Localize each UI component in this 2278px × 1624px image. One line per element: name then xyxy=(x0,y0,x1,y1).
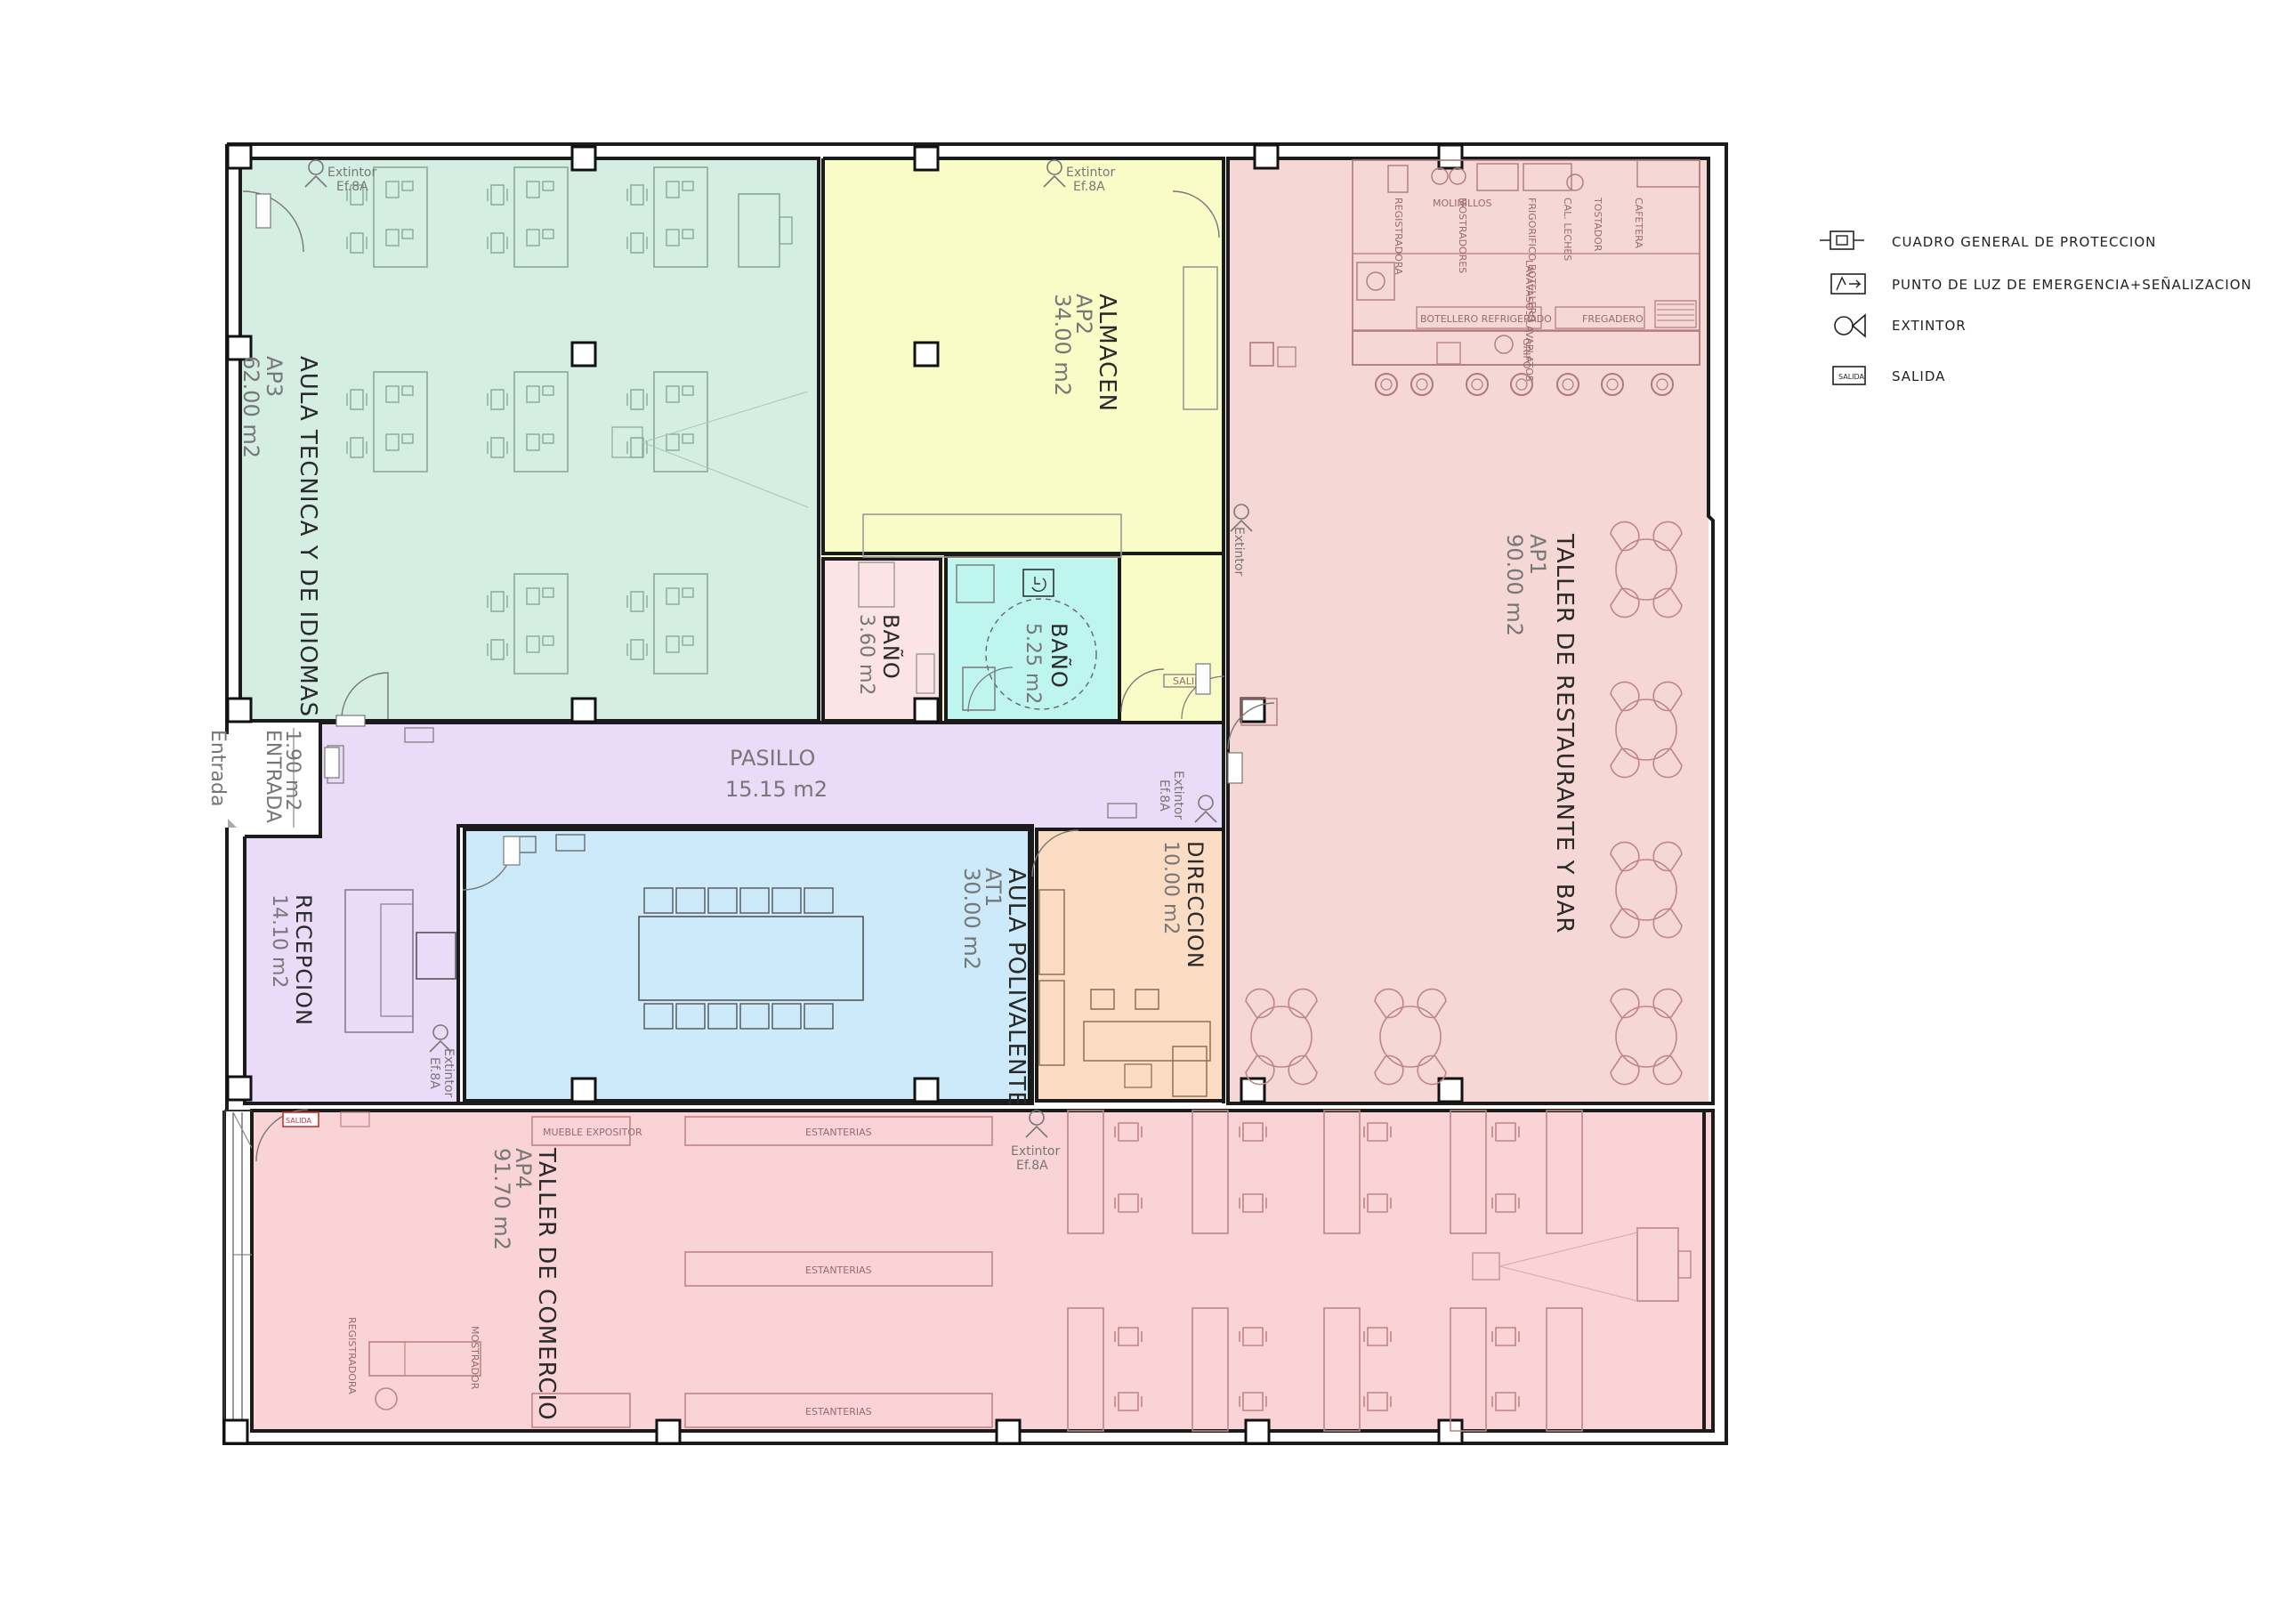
room-direccion-area: 10.00 m2 xyxy=(1159,841,1182,934)
label-mostradores: MOSTRADORES xyxy=(1457,198,1468,273)
room-pasillo-name: PASILLO xyxy=(730,746,815,771)
room-ap2-name: ALMACEN xyxy=(1094,294,1120,412)
room-bano1-fill xyxy=(823,559,941,719)
ap1-bar-counter xyxy=(1240,159,1700,726)
legend-item-extinguisher: EXTINTOR xyxy=(1892,318,1967,334)
exit-sign-ap4-text: SALIDA xyxy=(286,1117,312,1125)
room-ap3-fill xyxy=(240,158,819,721)
room-ap1-area: 90.00 m2 xyxy=(1502,534,1527,636)
legend-item-exit: SALIDA xyxy=(1892,368,1945,384)
room-ap3-area: 62.00 m2 xyxy=(238,356,263,458)
room-direccion-fill xyxy=(1037,829,1224,1101)
room-ap3-code: AP3 xyxy=(262,356,287,397)
pasillo-details xyxy=(228,675,1225,891)
label-mostrador: MOSTRADOR xyxy=(469,1326,481,1390)
room-ap2-code: AP2 xyxy=(1071,294,1096,335)
extintor-label-ap3: Extintor xyxy=(327,166,376,180)
ap4-furniture xyxy=(255,1109,1692,1432)
legend-item-panel: CUADRO GENERAL DE PROTECCION xyxy=(1892,234,2156,250)
exit-sign-icon-text: SALIDA xyxy=(1838,373,1865,381)
label-frigorifico: FRIGORIFICO BOTELLERO xyxy=(1526,198,1538,322)
extintor-label-recepcion: Extintor xyxy=(441,1048,456,1097)
label-fregadero: FREGADERO xyxy=(1582,313,1644,325)
room-ap4-code: AP4 xyxy=(511,1148,536,1189)
label-molinillos: MOLINILLOS xyxy=(1433,198,1492,209)
extintor-sub-ap3: Ef.8A xyxy=(336,180,368,194)
ap1-tables xyxy=(1227,521,1683,1086)
room-recepcion-area: 14.10 m2 xyxy=(268,894,290,988)
label-estanterias-3: ESTANTERIAS xyxy=(805,1406,872,1418)
label-tostador: TOSTADOR xyxy=(1592,197,1603,252)
extinguisher-icon xyxy=(1834,313,1866,338)
panel-icon xyxy=(1820,230,1864,250)
room-ap4-area: 91.70 m2 xyxy=(489,1148,514,1250)
extintor-label-ap2: Extintor xyxy=(1066,166,1115,180)
label-registradora: REGISTRADORA xyxy=(346,1317,358,1394)
recepcion-furniture xyxy=(344,889,456,1033)
room-pasillo-area: 15.15 m2 xyxy=(725,777,828,802)
room-bano2-name: BAÑO xyxy=(1046,623,1073,689)
label-registradora-bar: REGISTRADORA xyxy=(1393,198,1404,275)
legend-item-emergency-light: PUNTO DE LUZ DE EMERGENCIA+SEÑALIZACION xyxy=(1892,276,2252,293)
room-bano1-name: BAÑO xyxy=(878,614,905,680)
room-ap4-name: TALLER DE COMERCIO xyxy=(533,1147,560,1421)
room-at1-area: 30.00 m2 xyxy=(959,868,984,970)
walls xyxy=(222,142,1728,1445)
room-fills xyxy=(240,158,1711,1431)
room-ap4-fill xyxy=(252,1111,1711,1431)
label-estanterias-1: ESTANTERIAS xyxy=(805,1127,872,1138)
room-at1-name: AULA POLIVALENTE xyxy=(1003,868,1030,1107)
extintor-sub-recepcion: Ef.8A xyxy=(427,1057,441,1089)
ap4-furniture-labels: MUEBLE EXPOSITOR ESTANTERIAS ESTANTERIAS… xyxy=(346,1127,872,1418)
label-cal-leches: CAL. LECHES xyxy=(1562,198,1573,261)
label-botellero: BOTELLERO REFRIGERADO xyxy=(1420,313,1552,325)
extintor-sub-ap2: Ef.8A xyxy=(1073,180,1105,194)
label-lavavasos: LAVAVASOS LAVAPLATOS xyxy=(1523,260,1535,382)
room-at1-fill xyxy=(464,829,1030,1101)
label-mueble-expositor: MUEBLE EXPOSITOR xyxy=(543,1127,642,1138)
extinguishers: Extintor Ef.8A Extintor Ef.8A Extintor E… xyxy=(304,159,1253,1173)
room-at1-code: AT1 xyxy=(981,868,1006,907)
extintor-sub-ap4: Ef.8A xyxy=(1016,1159,1048,1173)
at1-furniture xyxy=(506,834,864,1030)
extintor-sub-pasillo: Ef.8A xyxy=(1157,780,1171,812)
exit-sign-icon: SALIDA xyxy=(1832,366,1866,385)
room-entrada-name: ENTRADA xyxy=(262,730,284,823)
room-labels: AP3 AULA TECNICA Y DE IDIOMAS 62.00 m2 A… xyxy=(206,294,1578,1421)
label-grifo: GRIFO xyxy=(1521,338,1532,369)
room-direccion-name: DIRECCION xyxy=(1183,841,1208,969)
room-ap2-area: 34.00 m2 xyxy=(1050,294,1075,396)
emergency-light-icon xyxy=(1830,273,1866,295)
extintor-label-ap4: Extintor xyxy=(1011,1144,1060,1159)
pillars xyxy=(222,143,1464,1445)
direccion-furniture xyxy=(1038,889,1211,1097)
room-ap1-code: AP1 xyxy=(1525,534,1550,575)
ap1-bar-labels: REGISTRADORA MOLINILLOS MOSTRADORES FRIG… xyxy=(1393,197,1644,382)
bano-fixtures xyxy=(858,562,1097,713)
label-estanterias-2: ESTANTERIAS xyxy=(805,1264,872,1276)
exit-signs: SALIDA xyxy=(255,193,1243,1125)
entrada-arrow-label: Entrada xyxy=(206,730,229,806)
legend: CUADRO GENERAL DE PROTECCION PUNTO DE LU… xyxy=(1820,230,2252,385)
room-bano1-area: 3.60 m2 xyxy=(855,614,877,695)
room-pasillo-fill xyxy=(245,723,1224,1103)
extintor-label-ap1: Extintor xyxy=(1232,527,1246,576)
room-bano2-area: 5.25 m2 xyxy=(1022,623,1044,704)
label-cafetera: CAFETERA xyxy=(1633,198,1644,248)
room-ap1-fill xyxy=(1228,158,1708,1102)
room-ap3-name: AULA TECNICA Y DE IDIOMAS xyxy=(295,356,321,717)
room-ap1-name: TALLER DE RESTAURANTE Y BAR xyxy=(1551,533,1578,933)
extintor-label-pasillo: Extintor xyxy=(1171,771,1185,820)
ap3-desks xyxy=(242,166,809,720)
room-bano2-fill xyxy=(948,559,1117,719)
room-entrada-area: 1.90 m2 xyxy=(281,730,303,811)
room-recepcion-name: RECEPCION xyxy=(291,894,316,1026)
